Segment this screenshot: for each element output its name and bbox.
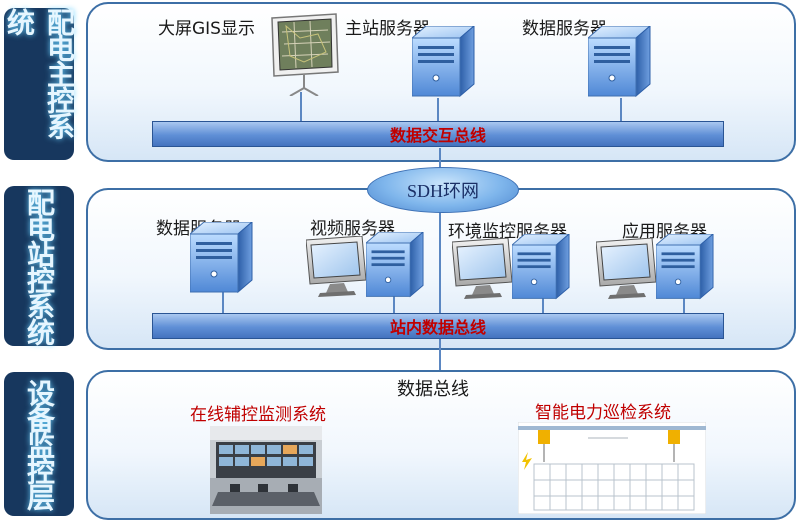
station-data-server-icon: [190, 222, 253, 293]
ring-connector-bottom: [439, 210, 441, 314]
sdh-ring-label: SDH环网: [406, 181, 479, 201]
device-bus-label: 数据总线: [397, 379, 469, 400]
layer-label-device-text: 设备监控层: [23, 379, 56, 509]
video-server-label: 视频服务器: [310, 219, 395, 239]
ring-connector-top: [439, 148, 441, 168]
station-data-bus: 站内数据总线: [152, 313, 724, 339]
station-video-connector: [393, 294, 395, 314]
layer-label-station-text: 配电站控系统: [23, 188, 56, 344]
patrol-system-diagram: [518, 422, 706, 514]
aux-system-label: 在线辅控监测系统: [190, 405, 326, 425]
main-server-icon: [412, 26, 475, 97]
station-app-connector: [683, 294, 685, 314]
app-monitor-icon: [596, 238, 657, 300]
station-data-bus-label: 站内数据总线: [389, 318, 486, 337]
master-data-server-label: 数据服务器: [522, 19, 607, 39]
env-monitor-icon: [452, 238, 513, 300]
station-env-connector: [542, 294, 544, 314]
sdh-ring-network: SDH环网: [367, 167, 519, 213]
patrol-system-label: 智能电力巡检系统: [535, 403, 671, 423]
control-room-photo: [210, 426, 322, 514]
master-data-server-icon: [588, 26, 651, 97]
master-main-connector: [437, 98, 439, 122]
video-monitor-icon: [306, 236, 367, 298]
device-bus-connector: [439, 338, 441, 370]
gis-screen-icon: [271, 13, 339, 96]
layer-label-master-text: 配电主控系统: [3, 8, 76, 138]
layer-label-device: 设备监控层: [4, 372, 74, 516]
env-server-icon: [512, 234, 570, 299]
master-data-connector: [620, 98, 622, 122]
master-gis-connector: [300, 92, 302, 122]
main-server-label: 主站服务器: [345, 19, 430, 39]
station-data-connector: [222, 292, 224, 314]
data-exchange-bus: 数据交互总线: [152, 121, 724, 147]
data-exchange-bus-label: 数据交互总线: [389, 126, 486, 145]
layer-label-station: 配电站控系统: [4, 186, 74, 346]
layer-label-master: 配电主控系统: [3, 8, 76, 160]
video-server-icon: [366, 232, 424, 297]
app-server-icon: [656, 234, 714, 299]
gis-label: 大屏GIS显示: [158, 19, 255, 39]
